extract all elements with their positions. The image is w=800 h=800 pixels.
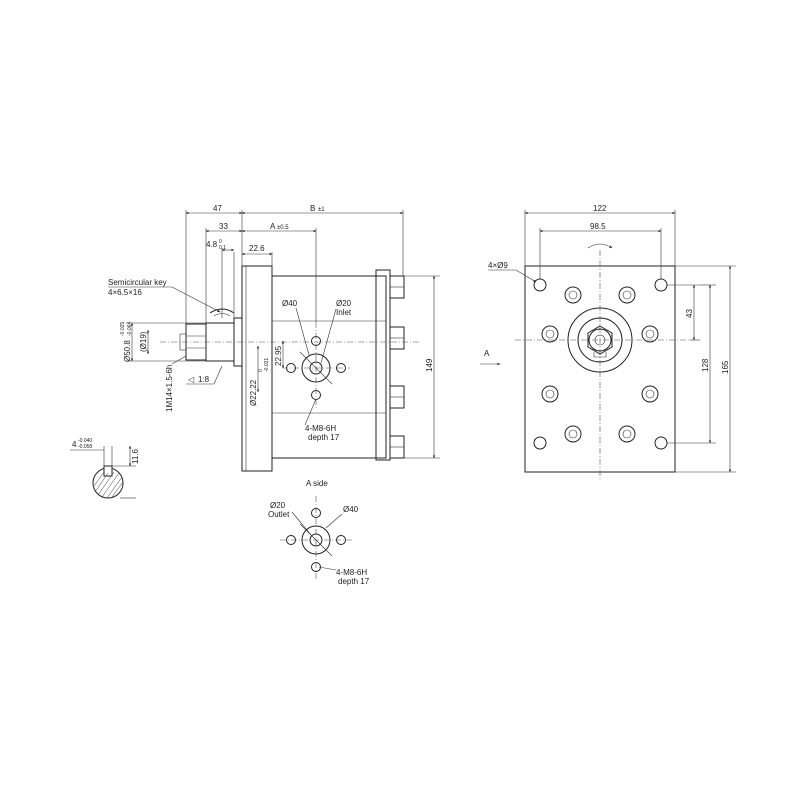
bore-diameter: Ø22.22	[249, 379, 258, 406]
front-pilot	[567, 307, 633, 373]
mounting-holes	[533, 278, 668, 450]
dim-122: 122	[593, 204, 607, 213]
view-a-label: A	[484, 349, 490, 358]
bolt-pattern	[541, 286, 659, 443]
dim-43: 43	[685, 309, 694, 318]
dim-48-tol-up: 0	[219, 239, 222, 245]
rotation-arrow	[587, 243, 613, 249]
pump-body	[271, 275, 387, 459]
dim-a: A	[270, 222, 276, 231]
bore-tol-up: 0	[258, 369, 264, 372]
a-side-title: A side	[306, 479, 328, 488]
dim-226: 22.6	[249, 244, 265, 253]
dim-47: 47	[213, 204, 222, 213]
rear-cover	[375, 269, 391, 461]
outlet-diameter: Ø20	[270, 501, 286, 510]
dim-149: 149	[425, 358, 434, 372]
outlet-label: Outlet	[268, 510, 290, 519]
key-label: Semicircular key	[108, 278, 167, 287]
key-size: 4×6.5×16	[108, 288, 142, 297]
shaft-diameter-tol-up: -0.025	[120, 322, 126, 336]
shaft-19: (Ø19)	[139, 331, 148, 352]
thread-spec: 1M14×1.5-6h	[165, 365, 174, 412]
bolt-heads	[389, 275, 405, 459]
dim-48-tol-dn: 0.1	[219, 245, 226, 251]
inlet-diameter: Ø20	[336, 299, 352, 308]
side-view: 47 B ±1 33 A ±0.5 4.8 0 0.1 22.6 Semicir…	[108, 204, 440, 472]
key-width: 4	[72, 440, 77, 449]
dim-33: 33	[219, 222, 228, 231]
outlet-outer-diameter: Ø40	[343, 505, 359, 514]
holes-label: 4-M8-6H	[305, 424, 336, 433]
mounting-holes-label: 4×Ø9	[488, 261, 508, 270]
dim-b: B	[310, 204, 315, 213]
dim-b-tolerance: ±1	[318, 207, 325, 213]
holes-depth: depth 17	[308, 433, 340, 442]
inlet-label: Inlet	[336, 308, 352, 317]
inlet-outer-diameter: Ø40	[282, 299, 298, 308]
key-section-view: 4 -0.040 -0.058 11.6	[70, 438, 140, 499]
dim-128: 128	[701, 358, 710, 372]
dim-48: 4.8	[206, 240, 218, 249]
dim-985: 98.5	[590, 222, 606, 231]
front-view: 122 98.5 4×Ø9 43 128 165 A	[480, 204, 736, 480]
taper-ratio: 1:8	[198, 375, 210, 384]
inlet-port-pattern	[282, 322, 350, 408]
shaft-diameter-tol-dn: -0.064	[127, 322, 133, 336]
taper-symbol: ◁	[188, 375, 195, 384]
key-width-tol-dn: -0.058	[78, 444, 92, 450]
bore-tol-dn: -0.021	[264, 358, 270, 372]
dim-165: 165	[721, 360, 730, 374]
key-height: 11.6	[131, 448, 140, 464]
key-width-tol-up: -0.040	[78, 438, 92, 444]
dim-a-tolerance: ±0.5	[277, 225, 289, 231]
a-side-holes-depth: depth 17	[338, 577, 370, 586]
a-side-holes-label: 4-M8-6H	[336, 568, 367, 577]
shaft-diameter: Ø50.8	[123, 340, 132, 362]
dim-2295: 22.95	[274, 345, 283, 366]
a-side-view: A side Ø20 Outlet Ø40 4-M8-6H depth 17	[268, 479, 370, 586]
